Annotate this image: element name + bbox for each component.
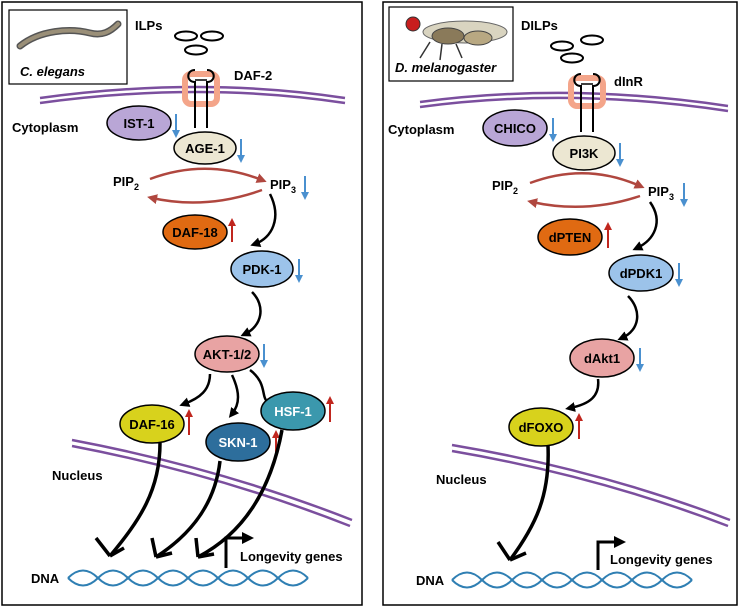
pip2-label: PIP2 xyxy=(113,174,139,192)
cytoplasm-label: Cytoplasm xyxy=(388,122,454,137)
organism-name: C. elegans xyxy=(20,64,85,79)
hsf1-label: HSF-1 xyxy=(274,404,312,419)
dakt1-node: dAkt1 xyxy=(569,338,635,378)
promoter-arrow-icon xyxy=(224,532,254,568)
organism-box: C. elegans xyxy=(8,9,128,85)
age1-node: AGE-1 xyxy=(173,131,237,165)
dpdk1-label: dPDK1 xyxy=(620,266,663,281)
hsf1-to-dna-arrow xyxy=(197,429,284,559)
dpdk1-node: dPDK1 xyxy=(608,254,674,292)
akt-to-daf16-arrow xyxy=(179,373,212,407)
dpten-label: dPTEN xyxy=(549,230,592,245)
skn1-label: SKN-1 xyxy=(218,435,257,450)
worm-icon xyxy=(16,20,122,50)
age1-label: AGE-1 xyxy=(185,141,225,156)
organism-name: D. melanogaster xyxy=(395,60,497,75)
panel-frame xyxy=(1,1,363,606)
pdk1-label: PDK-1 xyxy=(242,262,281,277)
daf18-label: DAF-18 xyxy=(172,225,218,240)
pi3k-node: PI3K xyxy=(552,135,616,171)
pdk1-to-akt-arrow xyxy=(240,291,262,337)
pip3-to-pip2-arrow xyxy=(527,194,641,209)
panel-frame xyxy=(382,1,738,606)
ligand-label: DILPs xyxy=(521,18,558,33)
receptor-label: dInR xyxy=(614,74,643,89)
dakt1-label: dAkt1 xyxy=(584,351,620,366)
daf18-node: DAF-18 xyxy=(162,214,228,250)
dfoxo-label: dFOXO xyxy=(519,420,564,435)
arrowhead-icon xyxy=(496,541,527,562)
pip3-to-pdk1-arrow xyxy=(250,193,277,248)
akt-label: AKT-1/2 xyxy=(203,347,251,362)
pip3-to-pip2-arrow xyxy=(147,188,263,204)
dfoxo-to-dna-arrow xyxy=(508,445,550,562)
dfoxo-node: dFOXO xyxy=(508,407,574,447)
daf16-label: DAF-16 xyxy=(129,417,175,432)
pip3-label: PIP3 xyxy=(270,177,296,195)
arrowhead-icon xyxy=(94,536,125,558)
dna-helix xyxy=(451,571,693,589)
longevity-genes-label: Longevity genes xyxy=(610,552,713,567)
promoter-arrow-icon xyxy=(596,536,626,570)
daf16-node: DAF-16 xyxy=(119,404,185,444)
pi3k-label: PI3K xyxy=(570,146,600,161)
pip3-label: PIP3 xyxy=(648,184,674,202)
chico-node: CHICO xyxy=(482,109,548,147)
ligand-label: ILPs xyxy=(135,18,162,33)
cell-membrane xyxy=(39,85,346,105)
fly-icon xyxy=(405,16,508,61)
ist1-label: IST-1 xyxy=(123,116,154,131)
dna-label: DNA xyxy=(416,573,445,588)
pip3-to-dpdk1-arrow xyxy=(632,201,658,251)
akt-node: AKT-1/2 xyxy=(194,335,260,373)
skn1-node: SKN-1 xyxy=(205,422,271,462)
pip2-label: PIP2 xyxy=(492,178,518,196)
pdk1-node: PDK-1 xyxy=(230,250,294,288)
dpten-node: dPTEN xyxy=(537,218,603,256)
daf16-to-dna-arrow xyxy=(108,442,162,558)
arrowhead-icon xyxy=(194,537,215,559)
hsf1-node: HSF-1 xyxy=(260,391,326,431)
ligand-icons xyxy=(550,34,604,64)
dakt1-to-dfoxo-arrow xyxy=(565,378,600,412)
akt-to-hsf1-inhibit xyxy=(249,369,268,401)
ist1-node: IST-1 xyxy=(106,105,172,141)
cytoplasm-label: Cytoplasm xyxy=(12,120,78,135)
panel-c-elegans: C. elegans ILPs DAF-2 Cytoplasm IST-1 xyxy=(1,1,363,606)
receptor-label: DAF-2 xyxy=(234,68,272,83)
receptor-icon xyxy=(182,69,220,128)
pip2-to-pip3-arrow xyxy=(149,167,267,183)
nucleus-label: Nucleus xyxy=(436,472,487,487)
dna-helix xyxy=(67,569,309,587)
nucleus-label: Nucleus xyxy=(52,468,103,483)
longevity-genes-label: Longevity genes xyxy=(240,549,343,564)
organism-box: D. melanogaster xyxy=(388,6,514,82)
dpdk1-to-dakt1-arrow xyxy=(617,295,639,341)
skn1-to-dna-arrow xyxy=(155,460,222,559)
panel-d-melanogaster: D. melanogaster DILPs dInR Cytoplasm CHI… xyxy=(382,1,738,606)
nuclear-membrane xyxy=(451,443,731,528)
akt-to-skn1-arrow xyxy=(228,374,240,418)
arrowhead-icon xyxy=(150,537,173,559)
pip2-to-pip3-arrow xyxy=(529,171,645,189)
nuclear-membrane xyxy=(71,438,353,528)
dna-label: DNA xyxy=(31,571,60,586)
ligand-icons xyxy=(174,30,224,56)
receptor-icon xyxy=(568,73,606,132)
chico-label: CHICO xyxy=(494,121,536,136)
